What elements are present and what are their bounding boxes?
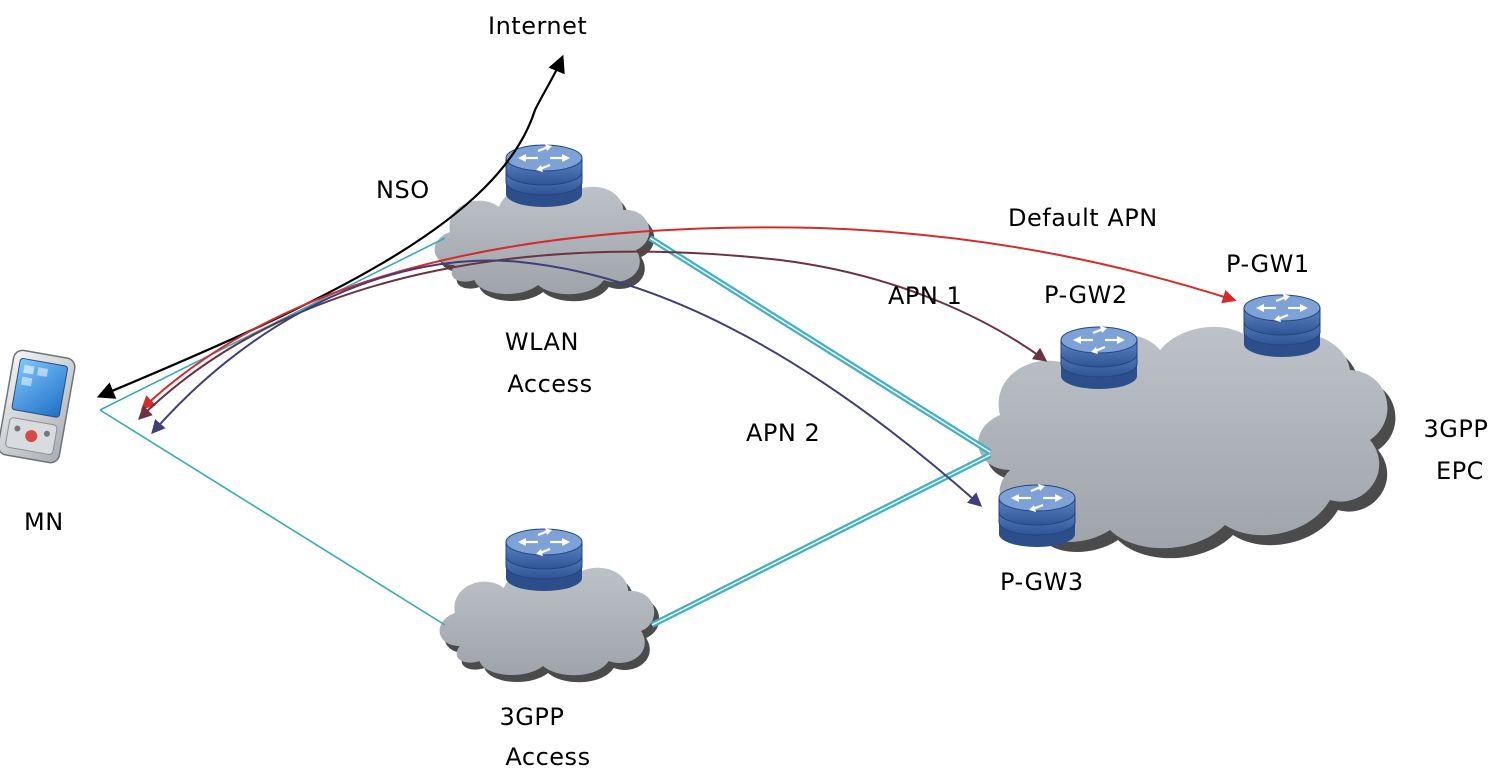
- pgw2-router-icon: [1059, 324, 1139, 391]
- epc-label-line2: EPC: [1436, 457, 1484, 485]
- pgw3-router-icon: [997, 482, 1077, 549]
- epc-label: 3GPP EPC: [1424, 415, 1497, 485]
- smartphone-icon: [0, 349, 76, 464]
- epc-label-line1: 3GPP: [1424, 415, 1489, 443]
- apn1-flow: [138, 250, 1048, 420]
- default-apn-label: Default APN: [1008, 204, 1158, 232]
- pgw1-router-icon: [1242, 292, 1322, 359]
- apn2-flow: [151, 259, 983, 507]
- wlan-access-label: WLAN Access: [505, 328, 593, 398]
- threegpp-access-label: 3GPP Access: [500, 703, 591, 771]
- threegpp-access-label-line2: Access: [505, 743, 590, 771]
- mn-label: MN: [24, 508, 64, 536]
- threegpp-access-label-line1: 3GPP: [500, 703, 565, 731]
- default-apn-flow: [140, 226, 1237, 410]
- wlan-access-label-line1: WLAN: [505, 328, 579, 356]
- pgw1-label: P-GW1: [1226, 250, 1310, 278]
- mn-3gpp-link: [99, 409, 446, 626]
- threegpp-to-epc-tunnel: [650, 452, 992, 628]
- apn2-label: APN 2: [746, 419, 820, 447]
- apn1-label: APN 1: [888, 282, 962, 310]
- threegpp-router-icon: [504, 526, 584, 593]
- wlan-access-label-line2: Access: [507, 370, 592, 398]
- pgw2-label: P-GW2: [1044, 281, 1128, 309]
- pgw3-label: P-GW3: [1000, 568, 1084, 596]
- nso-label: NSO: [376, 176, 430, 204]
- internet-label: Internet: [488, 12, 587, 40]
- wlan-router-icon: [504, 142, 584, 209]
